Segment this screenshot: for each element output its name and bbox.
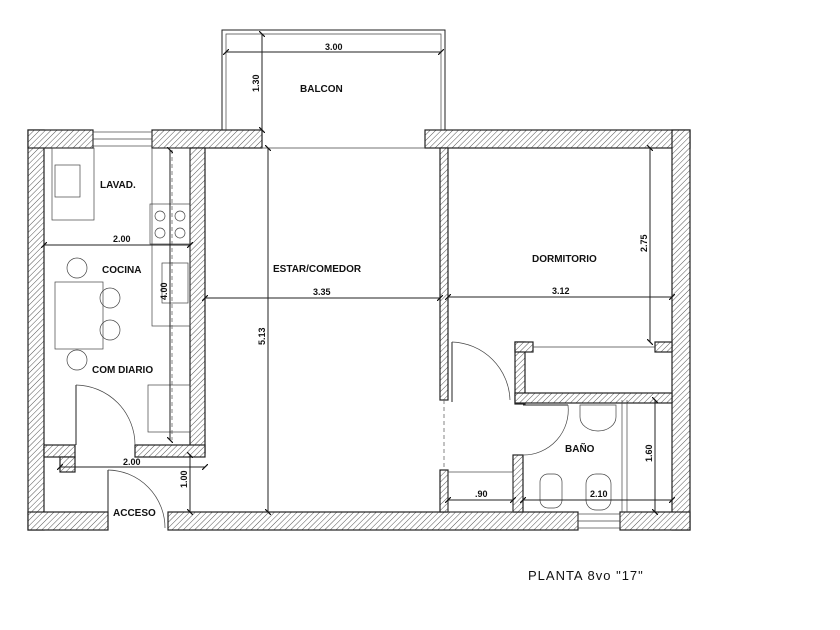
room-label-com-diario: COM DIARIO [92,365,153,376]
room-label-cocina: COCINA [102,265,141,276]
room-label-balcon: BALCON [300,84,343,95]
dim-estar-width: 3.35 [313,287,331,297]
dim-cocina-width: 2.00 [113,234,131,244]
windows [92,131,621,529]
dim-bano-depth: 1.60 [644,444,654,462]
dim-estar-length: 5.13 [257,327,267,345]
dim-acceso-depth: 1.00 [179,470,189,488]
dimension-lines [44,34,672,512]
room-label-estar-comedor: ESTAR/COMEDOR [273,264,362,275]
laundry-sink-icon [54,164,81,198]
room-label-lavadero: LAVAD. [100,180,136,191]
room-label-acceso: ACCESO [113,508,156,519]
dim-balcon-width: 3.00 [325,42,343,52]
room-label-bano: BAÑO [565,442,595,455]
bidet-icon [585,473,612,511]
kitchen-sink-icon [161,262,189,304]
washbasin-icon [579,404,617,432]
dim-cocina-length: 4.00 [159,282,169,300]
dim-bano-width: 2.10 [590,489,608,499]
table-icon [54,281,104,350]
dim-balcon-depth: 1.30 [251,74,261,92]
toilet-icon [539,473,563,509]
room-label-dormitorio: DORMITORIO [532,254,597,265]
dim-pasillo-width: .90 [475,489,488,499]
plan-title: PLANTA 8vo "17" [528,568,644,583]
dim-dormitorio-width: 3.12 [552,286,570,296]
bedroom-bath-fixtures [443,341,655,513]
balcony [221,29,446,149]
fridge-icon [147,384,191,433]
dim-dormitorio-depth: 2.75 [639,234,649,252]
dim-acceso-width: 2.00 [123,457,141,467]
